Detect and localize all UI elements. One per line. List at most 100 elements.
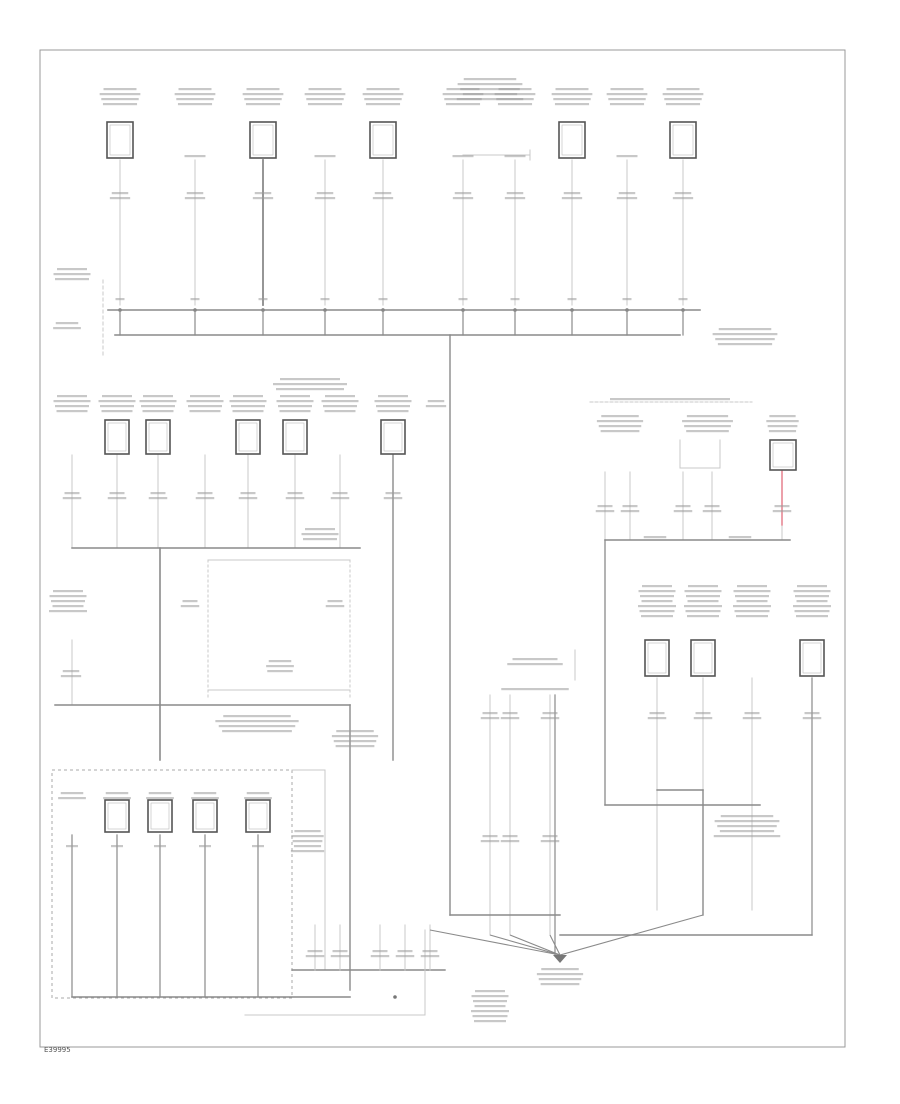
mid-legend xyxy=(273,383,347,386)
mid-component-1-inner xyxy=(107,422,127,452)
right-component-label xyxy=(686,430,729,433)
top-component-label xyxy=(555,88,589,91)
mid-component-label xyxy=(374,400,412,403)
mid-component-2 xyxy=(145,419,171,455)
ground-point-label xyxy=(473,1000,507,1003)
wires-layer xyxy=(51,149,813,1016)
top-component-7-inner xyxy=(561,124,583,156)
top-component-label xyxy=(307,103,343,106)
top-component-label xyxy=(244,98,282,101)
mid-lower-label xyxy=(215,720,299,723)
wire-color-label xyxy=(372,950,388,953)
trunk-label xyxy=(427,400,445,403)
wire-color-label xyxy=(695,712,711,715)
right-lower-label xyxy=(684,605,722,608)
wire-color-label xyxy=(252,197,274,200)
top-connector-label xyxy=(314,155,336,158)
right-lower-component-3 xyxy=(799,639,825,677)
ground-fan xyxy=(489,934,562,956)
wire-color-label xyxy=(595,510,615,513)
ground-point-label xyxy=(474,1020,506,1023)
top-connector-label xyxy=(184,155,206,158)
mid-left-label xyxy=(52,605,84,608)
mid-component-7 xyxy=(380,419,406,455)
right-component-label xyxy=(600,430,640,433)
wire-color-label xyxy=(397,950,413,953)
wire-color-label xyxy=(374,192,392,195)
mid-component-label xyxy=(278,405,312,408)
mid-component-label xyxy=(186,400,224,403)
mid-component-label xyxy=(229,400,267,403)
top-component-label xyxy=(554,103,590,106)
right-bus-label xyxy=(728,536,752,539)
bottom-component-label xyxy=(105,792,129,795)
right-lower-label xyxy=(736,615,768,618)
pin-label xyxy=(111,845,123,848)
mid-component-label xyxy=(190,395,220,398)
top-left-label xyxy=(53,273,91,276)
right-header-label xyxy=(610,398,730,401)
top-component-label xyxy=(497,103,533,106)
wire-color-label xyxy=(186,192,204,195)
mid-ground-label xyxy=(301,533,339,536)
ground-label xyxy=(541,968,579,971)
bottom-component-label xyxy=(60,792,84,795)
mid-component-label xyxy=(142,410,174,413)
mid-component-label xyxy=(325,395,355,398)
top-component-label xyxy=(551,93,593,96)
right-lower-component-0 xyxy=(644,639,670,677)
mid-component-label xyxy=(231,405,265,408)
pin-label xyxy=(190,298,200,301)
mid-component-4-inner xyxy=(238,422,258,452)
right-lower-component-1 xyxy=(690,639,716,677)
wire-color-label xyxy=(675,505,691,508)
right-lower-label xyxy=(641,600,673,603)
wire-color-label xyxy=(287,492,303,495)
right-lower-label xyxy=(737,585,767,588)
top-component-label xyxy=(99,93,141,96)
right-lower-label xyxy=(641,615,673,618)
right-ground-label xyxy=(713,835,781,838)
wire-color-label xyxy=(674,192,692,195)
pin-label xyxy=(115,298,125,301)
pin-label xyxy=(458,298,468,301)
ground-label xyxy=(538,978,582,981)
right-lower-label xyxy=(642,585,672,588)
top-ground-label xyxy=(717,343,773,346)
right-lower-label xyxy=(687,600,719,603)
right-lower-label xyxy=(794,610,830,613)
wire-color-label xyxy=(504,197,526,200)
top-component-label xyxy=(174,93,216,96)
pin-label xyxy=(678,298,688,301)
mid-legend xyxy=(280,378,340,381)
mid-ground-label xyxy=(305,528,335,531)
wire-color-label xyxy=(482,835,498,838)
wire-color-label xyxy=(372,197,394,200)
wire-color-label xyxy=(480,840,500,843)
bottom-component-label xyxy=(146,797,174,800)
wire-color-label xyxy=(618,192,636,195)
top-component-label xyxy=(304,93,346,96)
top-component-label xyxy=(608,98,646,101)
top-component-7 xyxy=(558,121,586,159)
mid-component-label xyxy=(143,395,173,398)
right-lower-label xyxy=(733,590,771,593)
mid-component-label xyxy=(189,410,221,413)
bottom-component-4 xyxy=(245,799,271,833)
wire-color-label xyxy=(370,955,390,958)
sub-frame xyxy=(51,769,293,999)
wire-color-label xyxy=(325,605,345,608)
right-component-label xyxy=(601,415,639,418)
ground-fan xyxy=(429,929,561,956)
mid-side-label xyxy=(333,740,377,743)
right-lower-label xyxy=(688,585,718,588)
mid-component-label xyxy=(100,405,134,408)
wire-color-label xyxy=(240,492,256,495)
pin-label xyxy=(258,298,268,301)
wire-color-label xyxy=(804,712,820,715)
top-component-0-inner xyxy=(109,124,131,156)
wire-color-label xyxy=(649,712,665,715)
mid-lower-label xyxy=(218,725,296,728)
mid-component-label xyxy=(102,395,132,398)
